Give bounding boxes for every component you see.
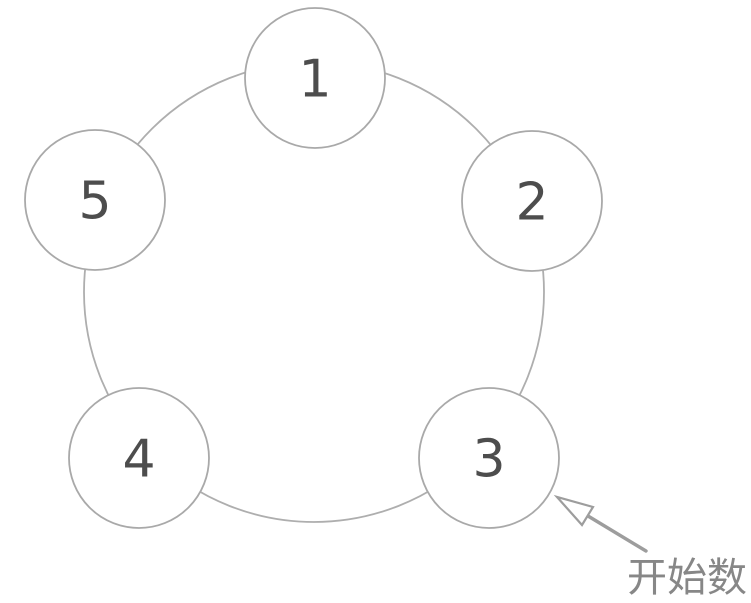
node-2: 2: [461, 130, 603, 272]
node-circle-4: [68, 387, 210, 529]
node-label-2: 2: [515, 172, 548, 232]
node-label-4: 4: [122, 429, 155, 489]
node-4: 4: [68, 387, 210, 529]
node-circle-2: [461, 130, 603, 272]
node-1: 1: [244, 7, 386, 149]
annotation-arrow-shaft: [586, 514, 648, 553]
node-circle-5: [24, 129, 166, 271]
node-label-1: 1: [298, 49, 331, 109]
node-circle-3: [418, 387, 560, 529]
node-label-5: 5: [78, 171, 111, 231]
node-3: 3: [418, 387, 560, 529]
node-label-3: 3: [472, 429, 505, 489]
annotation-arrow-head-icon: [553, 494, 595, 527]
node-5: 5: [24, 129, 166, 271]
node-circle-1: [244, 7, 386, 149]
annotation-text: 开始数: [627, 555, 747, 601]
